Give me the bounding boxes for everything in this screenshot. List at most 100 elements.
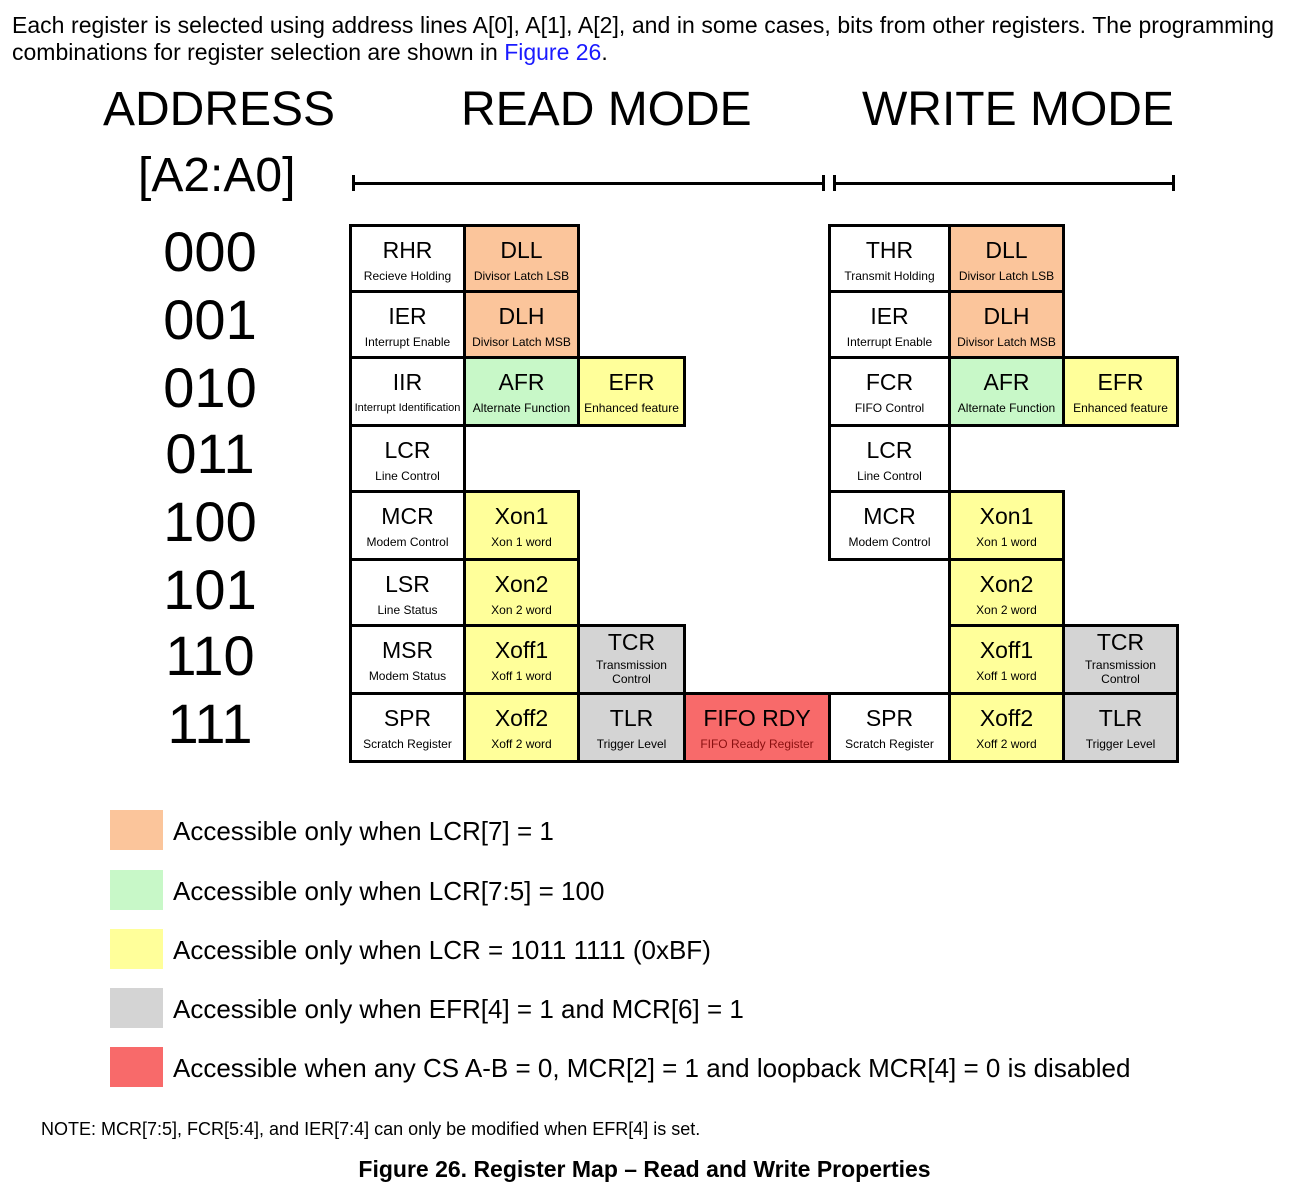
register-description: Transmission Control	[1085, 658, 1156, 686]
register-description: Line Status	[377, 603, 438, 617]
read-register-spr: SPR Scratch Register	[349, 692, 466, 763]
register-name: FIFO RDY	[703, 705, 811, 731]
register-description: Line Control	[375, 469, 440, 483]
register-description: Modem Control	[366, 535, 449, 549]
register-description: Scratch Register	[845, 737, 934, 751]
register-name: THR	[865, 237, 914, 263]
register-name: Xon1	[494, 503, 549, 529]
register-name: LCR	[866, 437, 913, 463]
read-register-ier: IER Interrupt Enable	[349, 290, 466, 359]
address-110: 110	[165, 624, 255, 687]
register-description: Enhanced feature	[1073, 401, 1168, 415]
register-description: Xoff 1 word	[976, 669, 1037, 683]
write-register-spr: SPR Scratch Register	[828, 692, 951, 763]
address-subheader: [A2:A0]	[138, 149, 296, 202]
register-name: Xon2	[494, 571, 549, 597]
legend-swatch	[110, 810, 163, 850]
figure-link[interactable]: Figure 26	[504, 39, 602, 65]
register-description: Enhanced feature	[584, 401, 679, 415]
register-description: Modem Status	[368, 669, 447, 683]
register-name: DLH	[498, 303, 545, 329]
address-header: ADDRESS	[103, 83, 336, 136]
read-mode-header: READ MODE	[461, 83, 752, 136]
note: NOTE: MCR[7:5], FCR[5:4], and IER[7:4] c…	[41, 1119, 701, 1139]
register-description: Divisor Latch LSB	[958, 269, 1055, 283]
legend-swatch	[110, 870, 163, 910]
address-100: 100	[163, 490, 257, 553]
register-name: MCR	[863, 503, 916, 529]
register-description: Xoff 1 word	[491, 669, 552, 683]
legend-swatch	[110, 988, 163, 1028]
write-register-lcr: LCR Line Control	[828, 424, 951, 493]
register-name: TCR	[607, 629, 656, 655]
register-description: FIFO Ready Register	[700, 737, 814, 751]
read-range-line	[352, 182, 825, 185]
register-description: Transmission Control	[596, 658, 667, 686]
read-register-mcr: MCR Modem Control	[349, 490, 466, 561]
register-name: Xoff1	[979, 637, 1034, 663]
address-111: 111	[167, 692, 253, 755]
register-description: Interrupt Identification	[354, 402, 461, 414]
register-description: Xon 2 word	[491, 603, 552, 617]
register-description: Xon 2 word	[976, 603, 1037, 617]
register-name: SPR	[865, 705, 914, 731]
register-name: Xon2	[979, 571, 1034, 597]
legend-swatch	[110, 1047, 163, 1087]
write-register-mcr: MCR Modem Control	[828, 490, 951, 561]
write-mode-header: WRITE MODE	[862, 83, 1174, 136]
address-101: 101	[163, 558, 257, 621]
register-name: MCR	[381, 503, 434, 529]
register-name: FCR	[865, 369, 914, 395]
register-description: Xoff 2 word	[976, 737, 1037, 751]
register-description: Scratch Register	[363, 737, 452, 751]
write-range-line	[833, 182, 1175, 185]
read-register-efr: EFR Enhanced feature	[577, 356, 686, 427]
address-000: 000	[163, 220, 257, 283]
legend-text: Accessible only when EFR[4] = 1 and MCR[…	[173, 994, 744, 1024]
register-description: Xon 1 word	[976, 535, 1037, 549]
register-description: Line Control	[857, 469, 922, 483]
register-description: Xoff 2 word	[491, 737, 552, 751]
register-description: Interrupt Enable	[364, 335, 451, 349]
register-name: RHR	[382, 237, 433, 263]
legend-text: Accessible only when LCR[7] = 1	[173, 816, 554, 846]
register-description: Recieve Holding	[363, 269, 452, 283]
register-description: Alternate Function	[957, 401, 1056, 415]
read-register-tcr: TCR Transmission Control	[577, 624, 686, 695]
legend-swatch	[110, 929, 163, 969]
register-description: Trigger Level	[596, 737, 667, 751]
register-name: EFR	[608, 369, 655, 395]
register-name: TLR	[609, 705, 654, 731]
register-name: Xon1	[979, 503, 1034, 529]
register-name: IER	[388, 303, 427, 329]
read-range-tick-right	[822, 175, 825, 191]
read-register-fifo-rdy: FIFO RDY FIFO Ready Register	[683, 692, 831, 763]
register-name: LSR	[385, 571, 430, 597]
read-register-rhr: RHR Recieve Holding	[349, 224, 466, 293]
read-register-lsr: LSR Line Status	[349, 558, 466, 627]
register-name: DLH	[983, 303, 1030, 329]
write-range-tick-right	[1172, 175, 1175, 191]
intro-end: .	[601, 39, 608, 65]
register-description: Modem Control	[848, 535, 931, 549]
register-name: SPR	[383, 705, 432, 731]
register-name: MSR	[381, 637, 434, 663]
register-description: Trigger Level	[1085, 737, 1156, 751]
address-011: 011	[165, 422, 255, 485]
